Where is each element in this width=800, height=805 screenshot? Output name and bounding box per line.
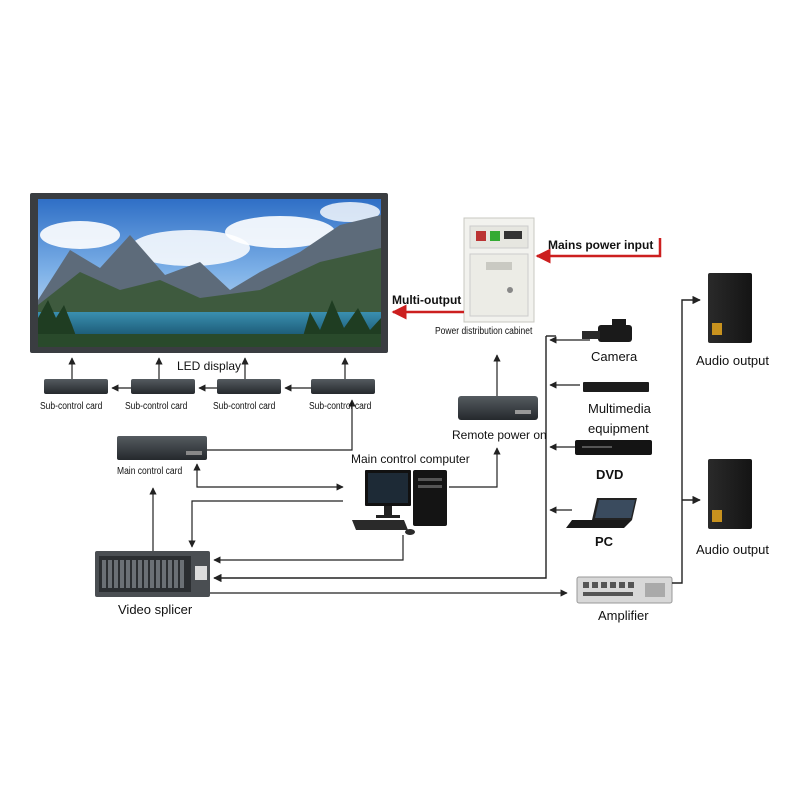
sub-control-card-label-1: Sub-control card <box>40 401 103 412</box>
remote-power-on-device <box>458 396 538 420</box>
pc-label: PC <box>595 534 614 549</box>
computer-to-remote-power <box>449 447 501 488</box>
main-control-computer-label: Main control computer <box>351 452 470 466</box>
source-feed-arrows <box>549 336 590 514</box>
audio-output-label-bottom: Audio output <box>696 542 770 557</box>
camera-label: Camera <box>591 349 638 364</box>
sub-control-card-4 <box>311 379 375 394</box>
main-card-to-sub-card-line <box>207 399 356 451</box>
main-control-computer <box>352 470 447 535</box>
multi-output-label: Multi-output <box>392 293 462 307</box>
multimedia-equipment-label-line1: Multimedia <box>588 401 651 416</box>
sub-control-card-label-3: Sub-control card <box>213 401 276 412</box>
main-card-computer-link <box>193 463 344 491</box>
led-display <box>30 193 388 353</box>
power-distribution-cabinet-label: Power distribution cabinet <box>435 326 533 337</box>
sub-control-card-3 <box>217 379 281 394</box>
multimedia-equipment-label-line2: equipment <box>588 421 649 436</box>
power-distribution-cabinet <box>463 217 535 323</box>
pc-laptop-device <box>566 498 637 528</box>
camera-device <box>582 319 632 342</box>
amplifier-to-speaker-top <box>672 295 701 584</box>
audio-output-label-top: Audio output <box>696 353 770 368</box>
amplifier-device <box>576 576 673 604</box>
computer-bottom-to-splicer <box>213 535 404 564</box>
dvd-device <box>575 440 652 455</box>
main-control-card <box>117 436 207 460</box>
sub-control-card-1 <box>44 379 108 394</box>
speaker-top <box>708 273 752 343</box>
mains-power-input-line <box>535 238 662 264</box>
led-display-label: LED display <box>177 359 242 373</box>
sub-control-card-2 <box>131 379 195 394</box>
sub-control-card-label-2: Sub-control card <box>125 401 188 412</box>
main-control-card-label: Main control card <box>117 466 183 477</box>
mains-power-input-label: Mains power input <box>548 238 654 252</box>
sub-control-card-label-4: Sub-control card <box>309 401 372 412</box>
amplifier-label: Amplifier <box>598 608 649 623</box>
card-to-display-arrows <box>68 357 349 392</box>
video-splicer-label: Video splicer <box>118 602 193 617</box>
dvd-label: DVD <box>596 467 624 482</box>
video-splicer <box>95 551 210 597</box>
remote-power-on-label: Remote power on <box>452 428 547 442</box>
source-bus-line <box>213 336 547 583</box>
multimedia-equipment-device <box>583 382 649 392</box>
speaker-bottom <box>708 459 752 529</box>
computer-to-splicer-arrow <box>188 500 343 548</box>
